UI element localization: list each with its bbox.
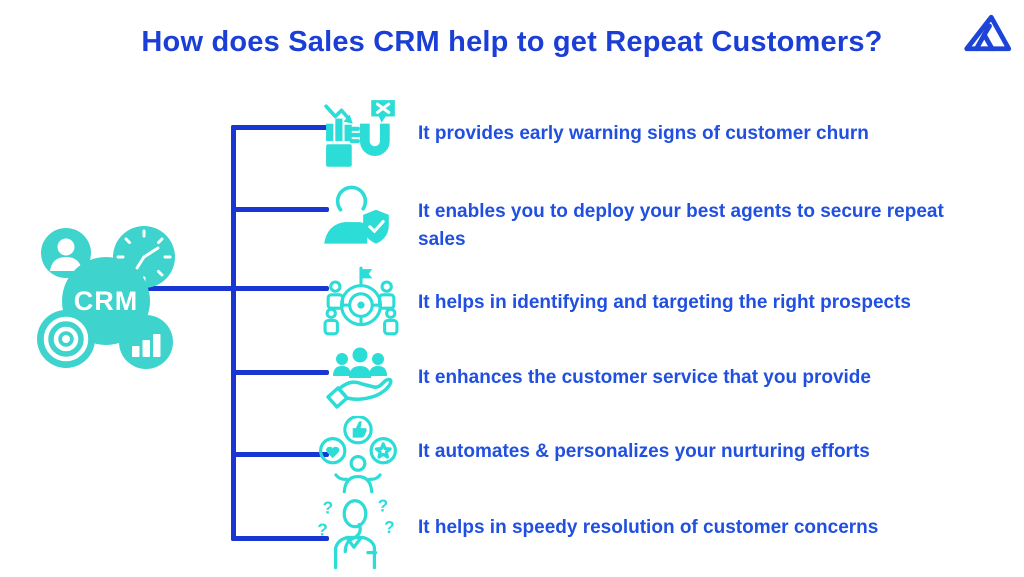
connector-branch-5 [231, 452, 329, 457]
connector-branch-1 [231, 125, 329, 130]
svg-text:?: ? [378, 496, 389, 516]
benefit-text-5: It automates & personalizes your nurturi… [418, 441, 870, 462]
mountain-peaks-logo-icon [964, 14, 1012, 52]
churn-warning-icon [323, 97, 401, 175]
bar-chart-icon [119, 315, 173, 369]
benefit-text-3: It helps in identifying and targeting th… [418, 292, 911, 313]
connector-branch-6 [231, 536, 329, 541]
user-avatar-icon [41, 228, 91, 278]
nurturing-icon [318, 414, 398, 496]
best-agent-shield-icon [318, 180, 396, 258]
benefit-text-6: It helps in speedy resolution of custome… [418, 517, 879, 538]
svg-text:?: ? [323, 498, 334, 518]
connector-main [146, 286, 329, 291]
customer-service-icon [322, 340, 398, 416]
page-title: How does Sales CRM help to get Repeat Cu… [141, 26, 883, 58]
benefit-text-4: It enhances the customer service that yo… [418, 367, 871, 388]
connector-branch-4 [231, 370, 329, 375]
benefit-text-1: It provides early warning signs of custo… [418, 123, 869, 144]
svg-text:?: ? [317, 519, 328, 539]
svg-text:?: ? [384, 517, 395, 537]
target-icon [37, 310, 95, 368]
benefit-text-2: It enables you to deploy your best agent… [418, 201, 944, 250]
target-prospects-icon [322, 262, 400, 340]
crm-label: CRM [73, 285, 139, 316]
speedy-resolution-icon: ? ? ? ? [314, 490, 396, 572]
connector-spine [231, 125, 236, 541]
connector-branch-2 [231, 207, 329, 212]
